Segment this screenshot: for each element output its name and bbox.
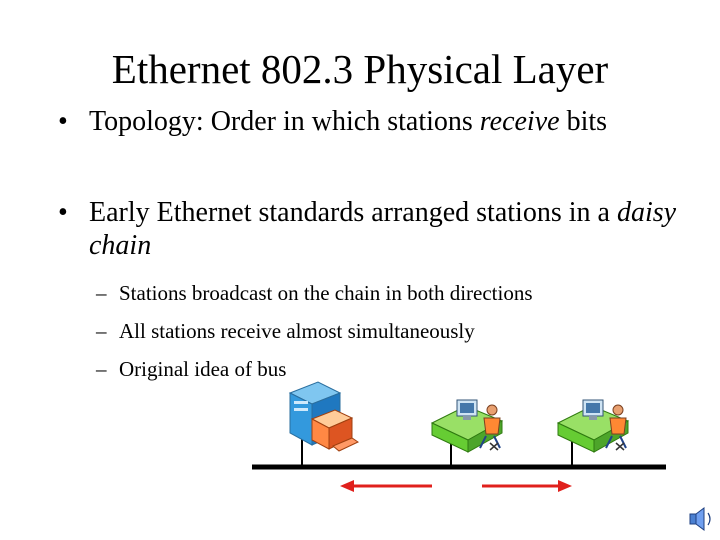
left-arrow bbox=[340, 480, 432, 492]
dash-mark: – bbox=[96, 281, 107, 305]
right-arrow bbox=[482, 480, 572, 492]
sub-bullet-bus: –Original idea of bus bbox=[96, 357, 286, 381]
bullet-text: Topology: Order in which stations receiv… bbox=[89, 106, 608, 137]
dash-mark: – bbox=[96, 357, 107, 381]
bullet-mark: • bbox=[58, 106, 68, 137]
workstation-desk-icon bbox=[430, 399, 504, 453]
server-computer-icon bbox=[288, 381, 360, 452]
sub-bullet-simultaneous: –All stations receive almost simultaneou… bbox=[96, 319, 475, 343]
bullet-text: Early Ethernet standards arranged statio… bbox=[89, 197, 677, 261]
sub-bullet-text: All stations receive almost simultaneous… bbox=[119, 319, 475, 343]
bullet-daisy-chain: • Early Ethernet standards arranged stat… bbox=[58, 196, 678, 262]
sub-bullet-text: Original idea of bus bbox=[119, 357, 287, 381]
slide-title: Ethernet 802.3 Physical Layer bbox=[111, 46, 609, 92]
bullet-topology: • Topology: Order in which stations rece… bbox=[58, 105, 678, 138]
bullet-mark: • bbox=[58, 197, 68, 228]
speaker-icon[interactable] bbox=[689, 507, 711, 531]
workstation-desk-icon bbox=[556, 399, 630, 453]
sub-bullet-text: Stations broadcast on the chain in both … bbox=[119, 281, 533, 305]
sub-bullet-broadcast: –Stations broadcast on the chain in both… bbox=[96, 281, 533, 305]
dash-mark: – bbox=[96, 319, 107, 343]
